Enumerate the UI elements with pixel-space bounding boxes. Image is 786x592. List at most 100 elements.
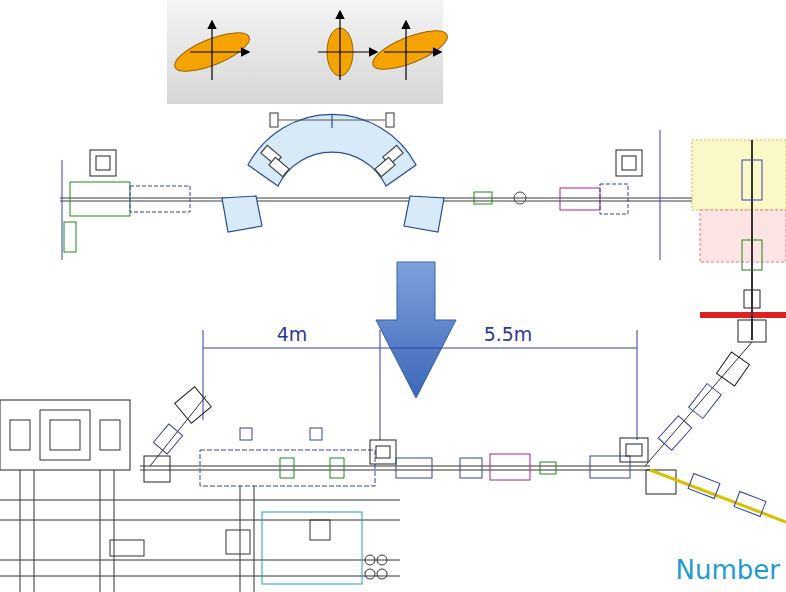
drawing-part: [240, 428, 252, 440]
drawing-part: [658, 416, 691, 450]
target-area: [692, 140, 786, 342]
drawing-part: [34, 470, 35, 592]
drawing-part: [167, 0, 443, 104]
drawing-part: [262, 512, 362, 584]
drawing-part: [645, 342, 752, 466]
drawing-part: [622, 156, 636, 170]
drawing-part: [717, 352, 750, 386]
drawing-part: [144, 456, 170, 482]
drawing-part: [370, 440, 396, 464]
drawing-part: [170, 23, 452, 79]
drawing-part: [734, 492, 766, 517]
dimension-label: 4m: [275, 324, 310, 345]
drawing-part: [386, 113, 394, 127]
drawing-part: [0, 520, 400, 521]
drawing-part: [240, 486, 241, 592]
drawing-part: [376, 262, 456, 398]
drawing-part: [330, 458, 344, 478]
drawing-part: [650, 470, 786, 522]
drawing-part: [140, 470, 650, 471]
drawing-part: [365, 555, 375, 565]
drawing-part: [600, 184, 628, 214]
drawing-part: [540, 462, 556, 474]
drawing-part: [211, 22, 212, 80]
drawing-part: [269, 157, 289, 176]
drawing-part: [10, 420, 30, 450]
drawing-part: [40, 410, 90, 460]
support-frame: [0, 400, 400, 592]
drawing-part: [62, 160, 63, 260]
drawing-part: [114, 470, 115, 592]
drawing-part: [560, 188, 600, 210]
lower-beamline: [140, 342, 786, 522]
drawing-part: [0, 560, 400, 561]
drawing-part: [270, 113, 278, 127]
drawing-part: [738, 320, 766, 342]
drawing-part: [190, 12, 440, 80]
slide-footer-text: Number: [676, 556, 780, 585]
drawing-part: [254, 486, 255, 592]
drawing-part: [100, 420, 120, 450]
drawing-part: [375, 157, 395, 176]
dipole-magnets: [222, 113, 444, 232]
drawing-part: [744, 290, 760, 308]
drawing-part: [64, 222, 76, 252]
drawing-part: [377, 555, 387, 565]
drawing-part: [700, 210, 786, 262]
drawing-part: [365, 569, 375, 579]
drawing-part: [222, 196, 262, 232]
drawing-part: [60, 198, 700, 199]
drawing-part: [590, 456, 630, 478]
drawing-part: [626, 444, 642, 456]
drawing-part: [110, 540, 144, 556]
drawing-part: [318, 51, 376, 52]
drawing-part: [405, 22, 406, 80]
drawing-part: [60, 201, 700, 202]
drawing-part: [0, 576, 400, 577]
drawing-part: [637, 330, 638, 440]
drawing-part: [200, 450, 375, 486]
drawing-part: [660, 130, 661, 260]
drawing-part: [280, 458, 294, 478]
dimension-label: 5.5m: [482, 324, 535, 345]
drawing-part: [384, 51, 440, 52]
drawing-part: [203, 348, 637, 349]
phase-space-panel: [167, 0, 452, 104]
drawing-part: [130, 186, 190, 212]
drawing-part: [90, 150, 116, 176]
drawing-part: [331, 115, 332, 128]
drawing-part: [278, 119, 385, 120]
drawing-part: [20, 470, 21, 592]
drawing-part: [0, 400, 130, 470]
drawing-part: [100, 470, 101, 592]
drawing-part: [339, 12, 340, 80]
drawing-part: [50, 420, 80, 450]
drawing-part: [474, 192, 492, 204]
drawing-part: [261, 145, 403, 176]
drawing-part: [742, 240, 762, 270]
drawing-part: [226, 530, 250, 554]
drawing-part: [688, 474, 720, 499]
drawing-part: [203, 330, 204, 420]
drawing-part: [175, 387, 212, 424]
drawing-part: [700, 312, 786, 318]
drawing-part: [190, 51, 248, 52]
drawing-part: [377, 569, 387, 579]
drawing-part: [620, 438, 648, 462]
drawing-part: [310, 520, 330, 540]
drawing-part: [514, 192, 526, 204]
drawing-part: [368, 23, 452, 77]
drawing-part: [404, 196, 444, 232]
drawing-part: [96, 156, 110, 170]
transition-arrow: [376, 262, 456, 398]
drawing-part: [692, 140, 786, 210]
dimension-lines: [203, 330, 637, 440]
drawing-part: [376, 446, 390, 458]
drawing-part: [0, 500, 400, 501]
drawing-part: [616, 150, 642, 176]
drawing-part: [396, 458, 432, 478]
drawing-part: [310, 428, 322, 440]
drawing-part: [742, 160, 762, 200]
drawing-part: [140, 466, 650, 467]
